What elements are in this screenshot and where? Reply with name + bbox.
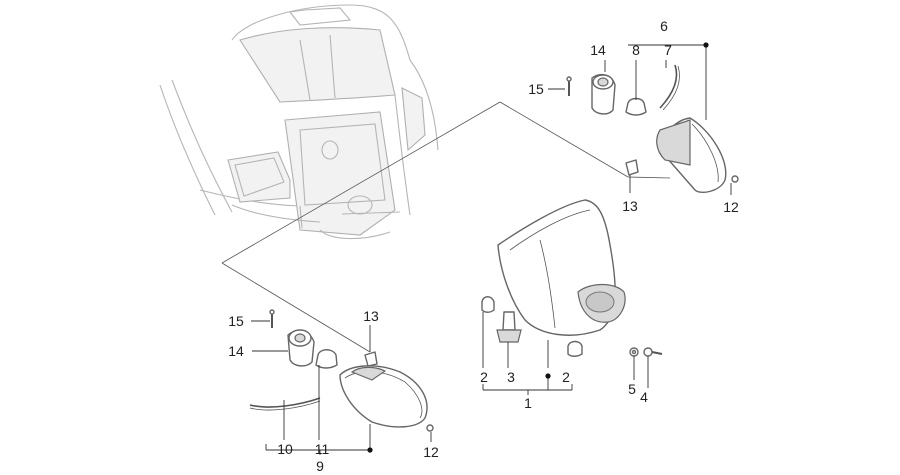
scooter-front-body	[159, 4, 439, 240]
left-indicator-bulb	[315, 349, 338, 369]
left-screw	[426, 424, 434, 432]
left-indicator-gasket	[249, 397, 321, 411]
left-rivet	[269, 309, 275, 328]
right-indicator-gasket	[659, 64, 680, 111]
callout-2-right: 2	[562, 369, 570, 385]
leader-lines	[251, 44, 732, 455]
callout-11: 11	[315, 441, 330, 457]
callout-4: 4	[640, 389, 648, 405]
left-clip-nut	[364, 351, 378, 367]
callout-7: 7	[664, 42, 672, 58]
reference-dots	[367, 42, 709, 453]
callout-12-right: 12	[723, 199, 739, 215]
callout-10: 10	[277, 441, 293, 457]
left-bulb-socket	[287, 329, 315, 367]
callout-3: 3	[507, 369, 515, 385]
right-indicator-lens	[656, 117, 727, 193]
reference-lines	[221, 101, 671, 353]
callout-8: 8	[632, 42, 640, 58]
callout-15-right: 15	[528, 81, 544, 97]
right-clip-nut	[625, 159, 639, 176]
right-rivet	[566, 76, 572, 96]
callout-6: 6	[660, 18, 668, 34]
right-indicator-bulb	[625, 97, 647, 116]
headlight-assembly	[497, 199, 626, 336]
left-indicator-lens	[339, 365, 428, 428]
callout-9: 9	[316, 458, 324, 474]
headlight-parking-bulb	[481, 296, 495, 313]
callout-labels: 6 8 7 14 15 13 12 2 3 2 1 5 4 15 14 13 1…	[228, 18, 739, 474]
callout-14-left: 14	[228, 343, 244, 359]
callout-12-left: 12	[423, 444, 439, 460]
right-screw	[731, 175, 739, 183]
callout-15-left: 15	[228, 313, 244, 329]
callout-13-right: 13	[622, 198, 638, 214]
callout-1: 1	[524, 395, 532, 411]
headlight-washer	[629, 347, 639, 357]
right-bulb-socket	[591, 73, 616, 115]
callout-2-left: 2	[480, 369, 488, 385]
callout-5: 5	[628, 381, 636, 397]
headlight-main-bulb	[496, 311, 522, 343]
callout-13-left: 13	[363, 308, 379, 324]
headlight-screw	[643, 347, 663, 357]
headlight-side-bulb	[567, 340, 583, 357]
callout-14-right: 14	[590, 42, 606, 58]
